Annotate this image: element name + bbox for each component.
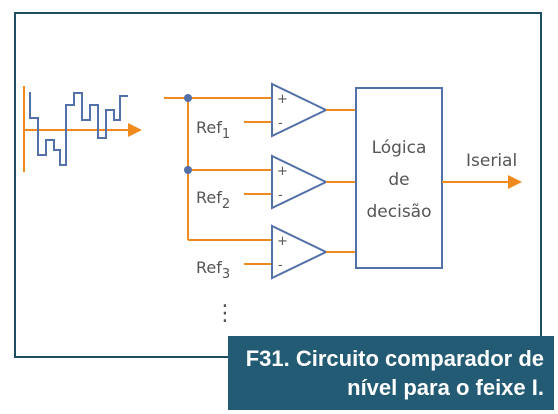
signal-waveform bbox=[29, 92, 128, 166]
plus-sign: + bbox=[277, 92, 288, 107]
logic-line-1: Lógica bbox=[372, 138, 427, 158]
minus-sign: - bbox=[278, 188, 283, 203]
comparator-1: + - Ref1 bbox=[196, 82, 356, 142]
input-bus bbox=[164, 94, 272, 241]
comparator-triangle bbox=[271, 82, 329, 138]
logic-line-3: decisão bbox=[367, 202, 432, 222]
junction-dot bbox=[184, 166, 192, 174]
ref-label: Ref2 bbox=[196, 188, 230, 212]
plus-sign: + bbox=[277, 234, 288, 249]
continuation-dots: ⋮ bbox=[214, 301, 236, 326]
comparator-2: + - Ref2 bbox=[196, 154, 356, 212]
caption-line-2: nível para o feixe I. bbox=[347, 375, 544, 400]
ref-label: Ref1 bbox=[196, 118, 230, 142]
comparator-triangle bbox=[271, 154, 329, 210]
comparator-3: + - Ref3 bbox=[196, 224, 356, 282]
logic-line-2: de bbox=[388, 170, 409, 190]
caption-line-1: F31. Circuito comparador de bbox=[245, 346, 544, 371]
plus-sign: + bbox=[277, 164, 288, 179]
comparator-triangle bbox=[271, 224, 329, 280]
logic-block: Lógica de decisão bbox=[355, 87, 443, 269]
ref-label: Ref3 bbox=[196, 258, 230, 282]
signal-arrowhead bbox=[128, 123, 142, 137]
output: Iserial bbox=[442, 151, 522, 189]
minus-sign: - bbox=[278, 258, 283, 273]
input-signal bbox=[23, 86, 142, 172]
minus-sign: - bbox=[278, 116, 283, 131]
output-arrowhead bbox=[508, 175, 522, 189]
output-label: Iserial bbox=[466, 151, 517, 171]
figure-caption: F31. Circuito comparador de nível para o… bbox=[228, 336, 554, 410]
junction-dot bbox=[184, 94, 192, 102]
